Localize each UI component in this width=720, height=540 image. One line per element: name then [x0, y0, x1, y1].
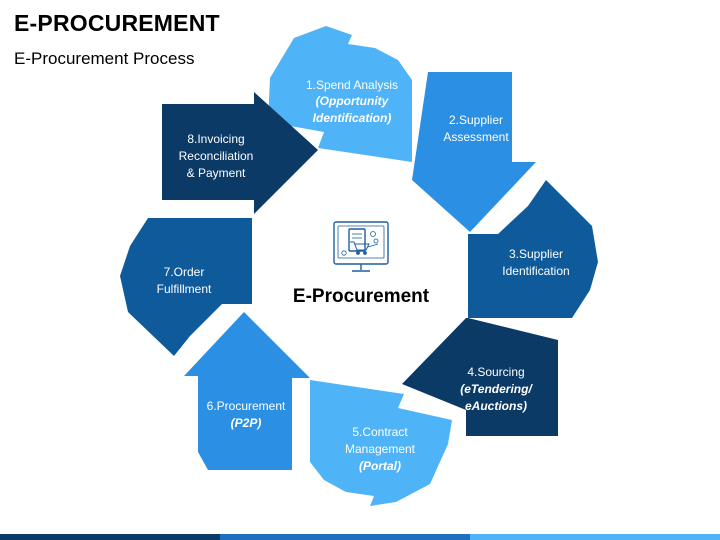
step-5-label-line-1: 5.Contract — [352, 425, 408, 439]
step-2-arrow — [412, 72, 536, 232]
step-1-detail-2: Identification) — [313, 111, 392, 125]
step-8-label-line-2: Reconciliation — [179, 149, 254, 163]
step-4-label: 4.Sourcing — [467, 365, 524, 379]
step-4-detail-2: eAuctions) — [465, 399, 527, 413]
step-2-label-line-2: Assessment — [443, 130, 509, 144]
step-8-invoicing: 8.Invoicing Reconciliation & Payment — [162, 92, 318, 214]
step-4-arrow — [402, 318, 558, 436]
page-subtitle: E-Procurement Process — [14, 49, 195, 68]
step-3-label-line-2: Identification — [502, 264, 569, 278]
step-7-label-line-2: Fulfillment — [157, 282, 212, 296]
step-2-supplier-assessment: 2.Supplier Assessment — [412, 72, 536, 232]
step-6-detail: (P2P) — [231, 416, 262, 430]
step-4-detail-1: (eTendering/ — [460, 382, 533, 396]
center-label: E-Procurement — [293, 286, 430, 307]
step-3-arrow — [468, 180, 598, 318]
step-3-label-line-1: 3.Supplier — [509, 247, 563, 261]
step-8-label-line-3: & Payment — [187, 166, 246, 180]
step-6-arrow — [184, 312, 310, 470]
computer-shopping-cart-icon — [333, 221, 389, 272]
step-1-arrow — [268, 26, 412, 162]
step-6-label: 6.Procurement — [207, 399, 286, 413]
step-5-arrow — [310, 380, 452, 506]
step-5-contract-management: 5.Contract Management (Portal) — [310, 380, 452, 506]
step-8-label-line-1: 8.Invoicing — [187, 132, 244, 146]
bottom-bar-light — [470, 534, 720, 540]
step-7-order-fulfillment: 7.Order Fulfillment — [120, 218, 252, 356]
bottom-bar-mid — [220, 534, 470, 540]
step-6-procurement: 6.Procurement (P2P) — [184, 312, 310, 470]
page-title: E-PROCUREMENT — [14, 10, 220, 36]
step-3-supplier-identification: 3.Supplier Identification — [468, 180, 598, 318]
step-5-detail: (Portal) — [359, 459, 401, 473]
step-7-label-line-1: 7.Order — [164, 265, 205, 279]
bottom-bar-dark — [0, 534, 220, 540]
bottom-accent-bar — [0, 534, 720, 540]
step-2-label-line-1: 2.Supplier — [449, 113, 503, 127]
step-7-arrow — [120, 218, 252, 356]
step-5-label-line-2: Management — [345, 442, 416, 456]
step-4-sourcing: 4.Sourcing (eTendering/ eAuctions) — [402, 318, 558, 436]
step-8-arrow — [162, 92, 318, 214]
step-1-label: 1.Spend Analysis — [306, 78, 398, 92]
step-1-detail-1: (Opportunity — [316, 94, 390, 108]
step-1-spend-analysis: 1.Spend Analysis (Opportunity Identifica… — [268, 26, 412, 162]
